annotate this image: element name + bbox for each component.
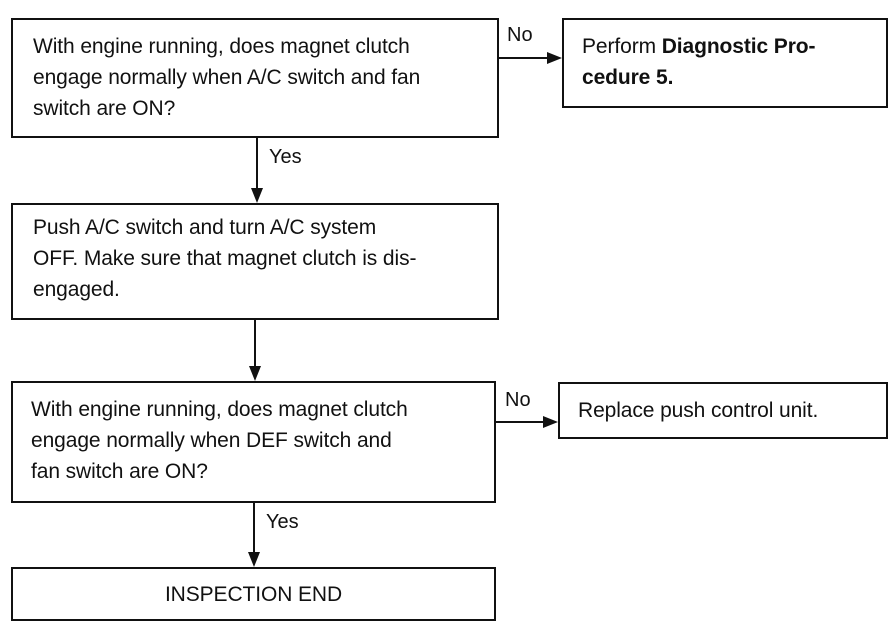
arrowhead-right-2 — [543, 416, 558, 428]
result-text-prefix: Perform — [582, 35, 662, 58]
arrowhead-right-1 — [547, 52, 562, 64]
arrowhead-down-3 — [248, 552, 260, 567]
arrowhead-down-2 — [249, 366, 261, 381]
result-box-replace-unit: Replace push control unit. — [558, 382, 888, 439]
branch-label-yes-2: Yes — [266, 511, 299, 533]
result-text-bold-2: cedure 5. — [582, 66, 674, 89]
arrowhead-down-1 — [251, 188, 263, 203]
decision-text-ac-switch: With engine running, does magnet clutch … — [33, 35, 421, 120]
action-text-push-ac-switch: Push A/C switch and turn A/C system OFF.… — [33, 216, 417, 301]
end-box-inspection-end: INSPECTION END — [11, 567, 496, 621]
end-text-inspection-end: INSPECTION END — [164, 583, 343, 606]
decision-box-ac-switch: With engine running, does magnet clutch … — [11, 18, 499, 138]
result-text-bold-1: Diagnostic Pro- — [661, 35, 816, 58]
action-box-push-ac-switch: Push A/C switch and turn A/C system OFF.… — [11, 203, 499, 320]
decision-box-def-switch: With engine running, does magnet clutch … — [11, 381, 496, 503]
branch-label-no-1: No — [507, 24, 533, 46]
result-text-diagnostic-procedure: Perform Diagnostic Pro-cedure 5. — [582, 31, 882, 93]
branch-label-no-2: No — [505, 389, 531, 411]
result-box-diagnostic-procedure: Perform Diagnostic Pro-cedure 5. — [562, 18, 888, 108]
decision-text-def-switch: With engine running, does magnet clutch … — [31, 398, 408, 483]
result-text-replace-unit: Replace push control unit. — [578, 399, 819, 422]
branch-label-yes-1: Yes — [269, 146, 302, 168]
